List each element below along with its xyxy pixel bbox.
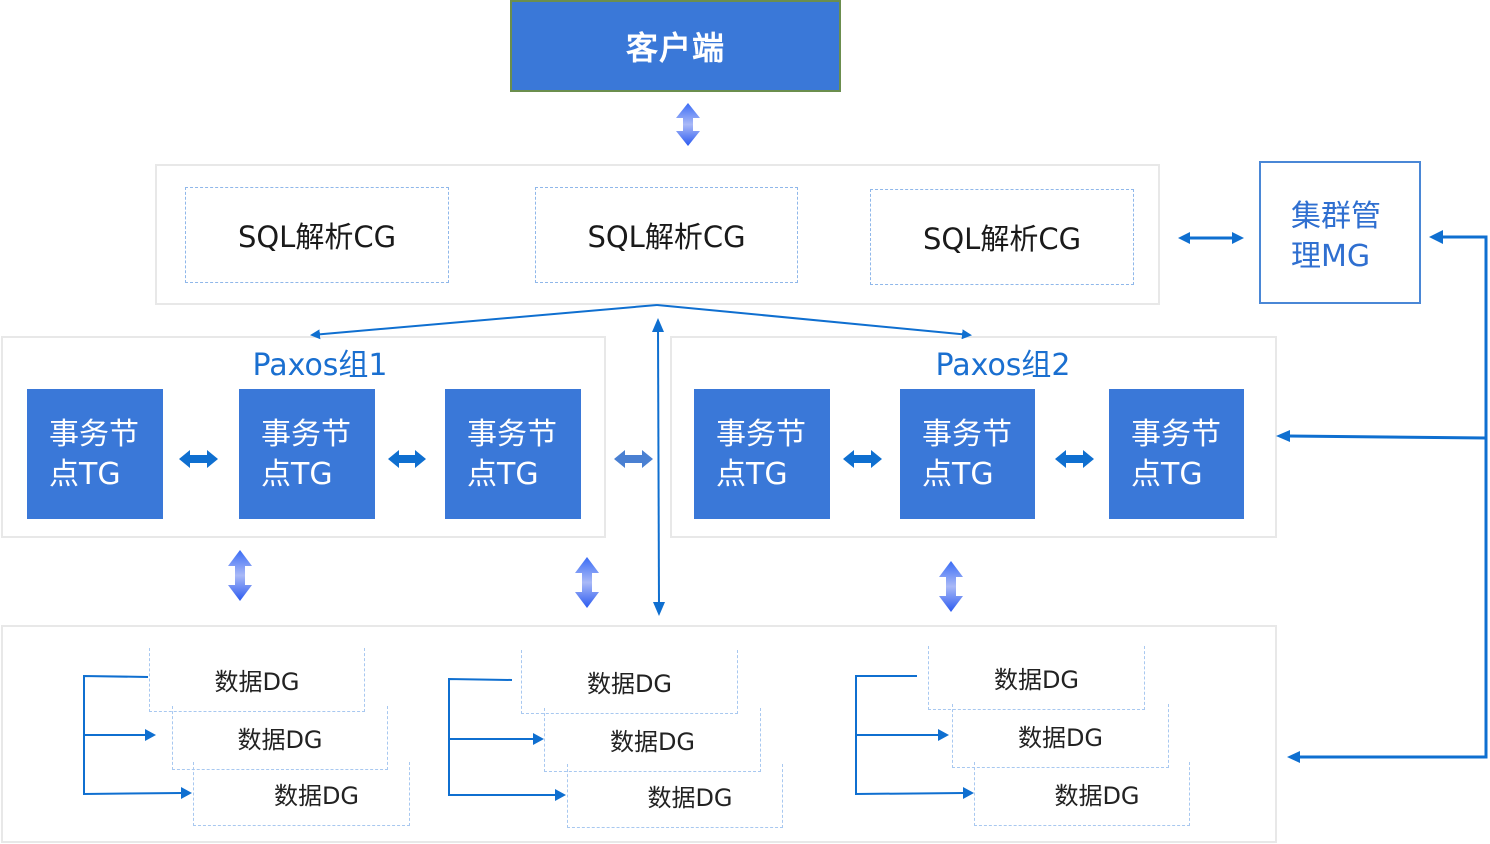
transaction-node-label-line2: 点TG — [49, 457, 121, 492]
data-node: 数据DG — [172, 706, 388, 770]
transaction-node-label-line2: 点TG — [716, 457, 788, 492]
sql-parser-label: SQL解析CG — [587, 220, 746, 254]
data-node-label: 数据DG — [586, 670, 673, 698]
paxos-group-1-title: Paxos组1 — [252, 348, 388, 383]
data-node-label: 数据DG — [273, 782, 360, 810]
double-arrow-vertical-icon — [228, 550, 252, 601]
data-node-label: 数据DG — [237, 726, 323, 754]
sql-parser-node: SQL解析CG — [185, 187, 449, 283]
sql-parser-label: SQL解析CG — [237, 220, 397, 254]
data-node-label: 数据DG — [214, 668, 300, 696]
client-node: 客户端 — [510, 0, 841, 92]
double-arrow-vertical-icon — [575, 557, 599, 608]
transaction-node-label-line1: 事务节 — [1131, 417, 1221, 452]
data-node: 数据DG — [193, 762, 410, 826]
transaction-node-label-line1: 事务节 — [49, 417, 139, 452]
data-node-label: 数据DG — [993, 666, 1080, 694]
cluster-manager-label-line2: 理MG — [1291, 239, 1371, 274]
data-node-label: 数据DG — [1054, 782, 1140, 810]
transaction-node: 事务节 点TG — [445, 389, 581, 519]
transaction-node: 事务节 点TG — [1109, 389, 1244, 519]
double-arrow-vertical-icon — [939, 561, 963, 612]
data-node-label: 数据DG — [1017, 724, 1104, 752]
cluster-manager-label-line1: 集群管 — [1291, 199, 1381, 234]
data-node: 数据DG — [149, 648, 365, 712]
sql-parser-node: SQL解析CG — [870, 189, 1134, 285]
data-node-label: 数据DG — [609, 728, 696, 756]
data-node: 数据DG — [952, 704, 1169, 768]
transaction-node-label-line2: 点TG — [467, 457, 539, 492]
transaction-node: 事务节 点TG — [900, 389, 1035, 519]
sql-parser-node: SQL解析CG — [535, 187, 798, 283]
data-node: 数据DG — [521, 650, 738, 714]
transaction-node: 事务节 点TG — [694, 389, 830, 519]
transaction-node: 事务节 点TG — [27, 389, 163, 519]
data-node: 数据DG — [928, 646, 1145, 710]
transaction-node-label-line2: 点TG — [922, 457, 994, 492]
double-arrow-vertical-icon — [676, 103, 700, 146]
data-node: 数据DG — [567, 764, 783, 828]
data-node-label: 数据DG — [647, 784, 733, 812]
data-layer-panel — [1, 625, 1277, 843]
transaction-node-label-line2: 点TG — [1131, 457, 1203, 492]
transaction-node-label-line2: 点TG — [261, 457, 333, 492]
transaction-node-label-line1: 事务节 — [261, 417, 351, 452]
client-label: 客户端 — [625, 29, 725, 67]
central-vertical-connector — [657, 327, 660, 607]
transaction-node: 事务节 点TG — [239, 389, 375, 519]
transaction-node-label-line1: 事务节 — [716, 417, 806, 452]
sql-parser-label: SQL解析CG — [922, 222, 1082, 256]
paxos-group-2-title: Paxos组2 — [935, 348, 1071, 383]
data-node: 数据DG — [974, 762, 1190, 826]
transaction-node-label-line1: 事务节 — [467, 417, 557, 452]
transaction-node-label-line1: 事务节 — [922, 417, 1012, 452]
double-arrow-horizontal-icon — [614, 450, 653, 468]
data-node: 数据DG — [544, 708, 761, 772]
cluster-manager-node: 集群管 理MG — [1259, 161, 1421, 304]
sql-to-paxos-connector — [310, 304, 972, 340]
mg-bus-connector — [1287, 235, 1488, 759]
